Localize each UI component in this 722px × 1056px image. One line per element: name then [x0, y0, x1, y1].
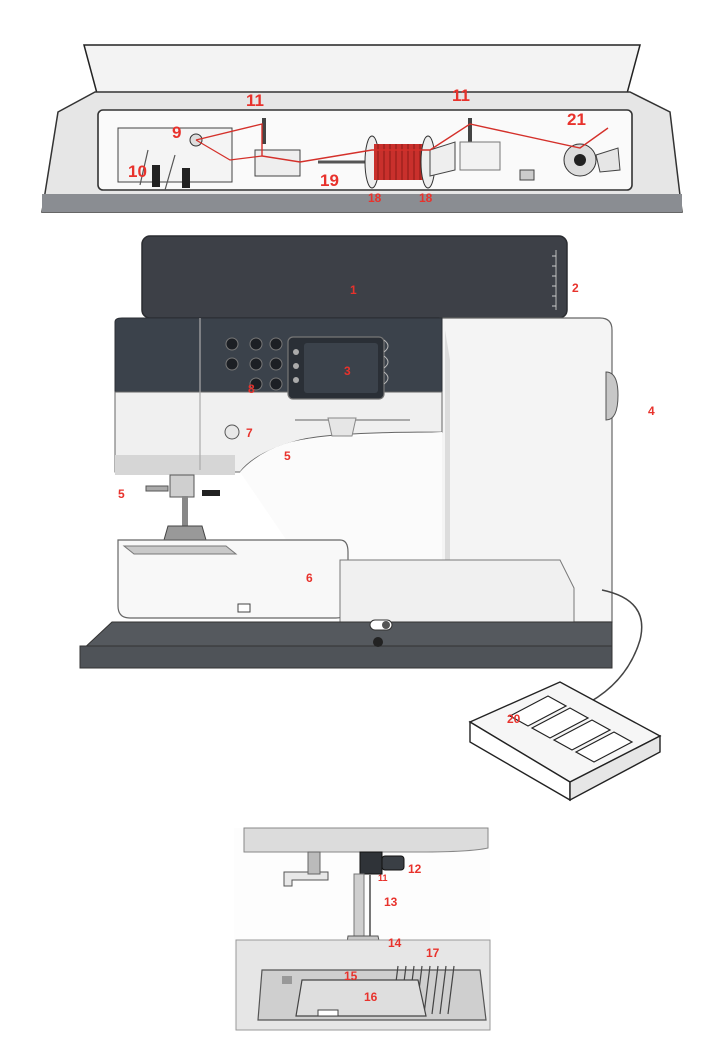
- callout-19: 19: [320, 171, 339, 190]
- presser-lever: [283, 871, 329, 887]
- callout-17: 17: [426, 946, 440, 960]
- bed-extension: [339, 559, 575, 623]
- button-b6[interactable]: [269, 377, 283, 391]
- accessory-latch: [237, 603, 251, 613]
- take-up-lever: [152, 165, 160, 187]
- control-buttons: [224, 337, 283, 440]
- button-a1[interactable]: [225, 337, 239, 351]
- post-base-right: [459, 141, 501, 171]
- button-b3[interactable]: [249, 357, 263, 371]
- button-b1[interactable]: [249, 337, 263, 351]
- callout-18-right: 18: [419, 191, 433, 205]
- base-front: [79, 645, 613, 669]
- callout-5-arm: 5: [284, 449, 291, 463]
- thread-path-lower: [195, 139, 263, 161]
- spring: [307, 851, 321, 875]
- callout-20: 20: [507, 712, 521, 726]
- screen-side-buttons: [383, 339, 389, 385]
- callout-9: 9: [172, 123, 181, 142]
- foot-control-socket: [373, 637, 383, 647]
- callout-4: 4: [648, 404, 655, 418]
- bobbin-winder-arm: [595, 147, 621, 173]
- column-side: [445, 330, 450, 560]
- callout-15: 15: [344, 969, 358, 983]
- thread-post-left: [262, 118, 266, 144]
- callout-5-foot: 5: [118, 487, 125, 501]
- switch-knob: [382, 621, 390, 629]
- light-cover: [327, 417, 357, 437]
- machine-column: [439, 317, 613, 623]
- foot-control-cord: [589, 589, 643, 703]
- needle-clamp: [359, 851, 383, 875]
- button-b5[interactable]: [249, 377, 263, 391]
- scale-ticks: [552, 255, 556, 307]
- spool-thread-lines: [377, 144, 421, 180]
- lid-panel: [141, 235, 568, 319]
- callout-8: 8: [248, 382, 255, 396]
- bobbin-cover-latch: [317, 1009, 339, 1017]
- button-panel-left-2[interactable]: [293, 363, 299, 369]
- callout-16: 16: [364, 990, 378, 1004]
- presser-foot-front: [163, 525, 207, 541]
- callout-6: 6: [306, 571, 313, 585]
- callout-21: 21: [567, 110, 586, 129]
- needle-plate-front: [122, 545, 238, 555]
- bobbin-cover: [295, 979, 427, 1017]
- callout-11-closeup: 11: [378, 873, 388, 883]
- presser-bar: [169, 474, 195, 498]
- top-body-front: [42, 194, 682, 212]
- head-body: [114, 391, 443, 473]
- needle-area-closeup: 12 11 13 14 15 16 17: [234, 827, 491, 1031]
- callout-1: 1: [350, 283, 357, 297]
- lever-slot: [139, 149, 176, 191]
- needle-threader: [202, 490, 220, 496]
- callout-7: 7: [246, 426, 253, 440]
- button-a2[interactable]: [225, 357, 239, 371]
- callout-11-left: 11: [246, 91, 264, 110]
- button-reverse[interactable]: [224, 424, 240, 440]
- button-b2[interactable]: [269, 337, 283, 351]
- foot-control-front: [569, 734, 661, 802]
- callout-12: 12: [408, 862, 422, 876]
- handwheel: [605, 371, 619, 421]
- presser-bar-closeup: [353, 873, 365, 937]
- needle-clamp-screw: [381, 855, 405, 871]
- callout-13: 13: [384, 895, 398, 909]
- callout-14: 14: [388, 936, 402, 950]
- bobbin-winder-center: [574, 154, 586, 166]
- front-machine-view: 1 2 3 4 5 5 6 7 8 20: [79, 235, 662, 802]
- button-b4[interactable]: [269, 357, 283, 371]
- callout-10: 10: [128, 162, 147, 181]
- presser-lift-lever: [145, 485, 169, 492]
- spool-holder-right: [429, 141, 456, 177]
- head-lower-shade: [115, 455, 235, 475]
- callout-11-right: 11: [452, 86, 470, 105]
- plate-marker: [282, 976, 292, 984]
- needle-bar: [182, 496, 188, 528]
- top-compartment-view: 11 11 21 9 10 19 18 18: [41, 44, 683, 213]
- thread-post-right: [468, 118, 472, 144]
- callout-18-left: 18: [368, 191, 382, 205]
- closeup-head: [243, 827, 489, 853]
- touch-screen-inner: [304, 343, 378, 393]
- thread-path: [195, 123, 609, 163]
- free-arm-neck: [240, 432, 442, 560]
- callout-2: 2: [572, 281, 579, 295]
- foot-control-buttons: [508, 695, 634, 763]
- button-panel-left-3[interactable]: [293, 377, 299, 383]
- button-panel-left-1[interactable]: [293, 349, 299, 355]
- take-up-lever-2: [182, 168, 190, 188]
- winder-lever: [519, 169, 535, 181]
- callout-3: 3: [344, 364, 351, 378]
